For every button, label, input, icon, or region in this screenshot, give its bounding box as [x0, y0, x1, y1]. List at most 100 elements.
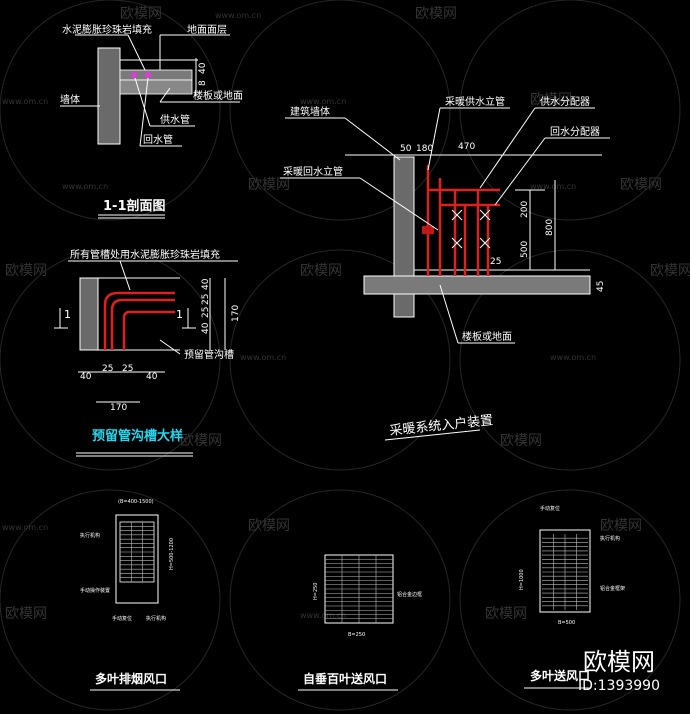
dim-right-1: 25 [201, 294, 211, 305]
label-return-riser: 采暖回水立管 [283, 165, 343, 178]
dim-170-horizontal: 170 [110, 403, 127, 413]
trench-title: 预留管沟槽大样 [92, 428, 183, 444]
dim-45: 45 [596, 281, 606, 292]
dim-right-0: 40 [201, 278, 211, 290]
label-return-manifold: 回水分配器 [550, 126, 600, 138]
section-1-1: 水泥膨胀珍珠岩填充 地面面层 墙体 楼板或地面 供水管 回水管 40 8 1-1… [60, 23, 243, 219]
watermark-site: www.om.cn [300, 611, 346, 620]
exhaust-label-2: 手动复位 [112, 615, 132, 622]
louver-size-bottom: B=250 [348, 632, 365, 638]
trench-detail: 所有管槽处用水泥膨胀珍珠岩填充 1 1 40 25 25 40 170 预留管沟… [54, 248, 241, 457]
watermark-brand: 欧模网 [600, 518, 642, 534]
watermark-brand: 欧模网 [620, 177, 662, 193]
watermark-brand: 欧模网 [248, 518, 290, 534]
watermark-brand: 欧模网 [5, 606, 47, 622]
section-mark-left: 1 [64, 308, 71, 321]
watermark-brand: 欧模网 [485, 606, 527, 622]
exhaust-label-1: 手动操作装置 [80, 587, 110, 594]
dim-200: 200 [520, 201, 530, 218]
dim-8: 8 [198, 80, 208, 86]
multi-size-side: H=1000 [519, 569, 525, 590]
dim-25: 25 [490, 257, 501, 267]
label-wall: 墙体 [60, 93, 80, 106]
dim-right-3: 40 [201, 322, 211, 334]
multi-title: 多叶送风口 [530, 668, 590, 683]
watermark-brand: 欧模网 [180, 433, 222, 449]
dim-800: 800 [545, 219, 555, 236]
supply-multi-vent: 手动复位 执行机构 铝合金框架 B=500 H=1000 多叶送风口 [519, 505, 625, 689]
label-slab: 楼板或地面 [193, 89, 243, 102]
louver-size-side: H=250 [313, 583, 319, 601]
entry-slab-hatch [363, 275, 591, 295]
exhaust-label-3: 执行机构 [146, 615, 166, 622]
pipe-return [122, 310, 175, 350]
louver-title: 自垂百叶送风口 [303, 671, 387, 686]
logo-id: ID:1393990 [578, 678, 660, 694]
dim-right-2: 25 [201, 307, 211, 318]
label-supply-riser: 采暖供水立管 [445, 95, 505, 108]
watermark-brand: 欧模网 [300, 263, 342, 279]
exhaust-title: 多叶排烟风口 [95, 671, 167, 686]
watermark-site: www.om.cn [2, 97, 48, 106]
logo-text: 欧模网 [583, 648, 655, 676]
label-supply-manifold: 供水分配器 [540, 95, 590, 108]
dim-50: 50 [400, 144, 412, 154]
label-supply: 供水管 [160, 113, 190, 126]
dim-40: 40 [198, 62, 208, 74]
watermark-site: www.om.cn [62, 182, 108, 191]
watermark-brand: 欧模网 [530, 92, 572, 108]
watermark-brand: 欧模网 [120, 6, 162, 22]
watermark-site: www.om.cn [240, 353, 286, 362]
dim-bottom-0: 40 [80, 372, 92, 382]
watermark-site: www.om.cn [300, 97, 346, 106]
watermark-site: www.om.cn [215, 11, 261, 20]
wall-hatch [97, 47, 121, 145]
dim-500: 500 [520, 241, 530, 258]
entry-title: 采暖系统入户装置 [389, 412, 494, 439]
exhaust-size-top: (B=400-1500) [118, 499, 154, 505]
label-fill: 水泥膨胀珍珠岩填充 [62, 23, 152, 36]
dim-bottom-3: 40 [146, 372, 158, 382]
watermark-brand: 欧模网 [5, 263, 47, 279]
slab-hatch [119, 79, 193, 95]
label-floor-top: 地面面层 [187, 23, 227, 36]
dim-180: 180 [416, 144, 433, 154]
supply-louver: H=250 B=250 铝合金边框 自垂百叶送风口 [298, 554, 422, 691]
exhaust-vent: (B=400-1500) H=500-1200 执行机构 手动操作装置 手动复位… [80, 499, 180, 691]
label-entry-wall: 建筑墙体 [290, 105, 330, 118]
watermark-brand: 欧模网 [500, 433, 542, 449]
section-mark-right: 1 [176, 308, 183, 321]
trench-wall [79, 277, 99, 351]
supply-pipe-dot [131, 72, 137, 78]
return-pipe-dot [145, 72, 151, 78]
watermark-site: www.om.cn [2, 523, 48, 532]
multi-size-bottom: B=500 [558, 620, 575, 626]
louver-frame: 铝合金边框 [397, 591, 422, 598]
dim-170-vertical: 170 [231, 305, 241, 322]
label-entry-slab: 楼板或地面 [462, 330, 512, 343]
pipe-supply [110, 298, 175, 350]
label-groove: 预留管沟槽 [184, 348, 234, 361]
watermark-brand: 欧模网 [415, 6, 457, 22]
valves [451, 209, 491, 249]
dim-bottom-1: 25 [102, 364, 113, 374]
label-fill-all: 所有管槽处用水泥膨胀珍珠岩填充 [70, 248, 220, 261]
dim-bottom-2: 25 [122, 364, 133, 374]
watermark-brand: 欧模网 [248, 177, 290, 193]
watermark-site: www.om.cn [530, 182, 576, 191]
exhaust-label-0: 执行机构 [80, 532, 100, 539]
red-piping [422, 165, 500, 276]
label-return: 回水管 [143, 133, 173, 146]
logo-watermark: 欧模网 ID:1393990 [578, 648, 660, 694]
watermark-site: www.om.cn [550, 353, 596, 362]
multi-label-1: 执行机构 [600, 535, 620, 542]
fill-layer [119, 69, 193, 81]
dim-470: 470 [458, 142, 475, 152]
exhaust-size-side: H=500-1200 [169, 538, 175, 570]
section-title: 1-1剖面图 [103, 198, 166, 214]
watermark-brand: 欧模网 [650, 263, 690, 279]
multi-label-2: 铝合金框架 [600, 585, 625, 592]
multi-label-0: 手动复位 [540, 505, 560, 512]
